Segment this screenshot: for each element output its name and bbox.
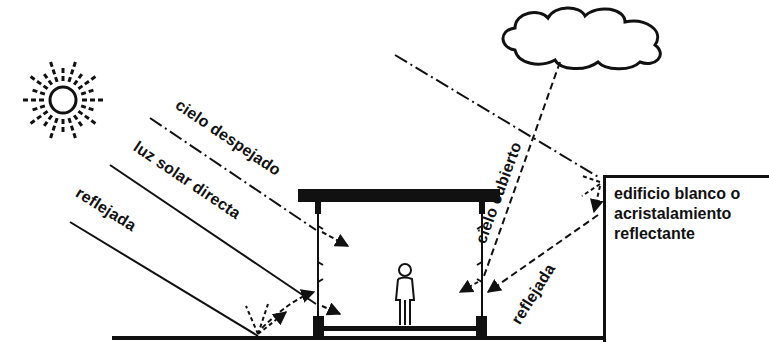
- sun-symbol: [23, 62, 103, 138]
- building-label: edificio blanco o acristalamiento reflec…: [606, 178, 769, 250]
- reflected-ray: [70, 222, 258, 336]
- building-section: [298, 189, 500, 338]
- reflected-ray: [246, 304, 286, 334]
- reflection-label: reflejada: [72, 184, 139, 235]
- overcast-sky-ray: [484, 62, 560, 276]
- person-figure: [396, 264, 414, 325]
- sky-ray: [395, 55, 600, 178]
- reflected-ray: [262, 292, 314, 328]
- direct-sun-ray: [322, 306, 340, 314]
- clear-sky-ray: [322, 232, 348, 246]
- white-building: edificio blanco o acristalamiento reflec…: [603, 175, 769, 342]
- overcast-sky-ray: [460, 282, 478, 292]
- direct-sun-ray: [110, 165, 316, 304]
- cloud-symbol: [503, 8, 660, 69]
- sky-label: cielo despejado: [172, 96, 284, 180]
- reflected-ray: [582, 176, 600, 212]
- reflection-label: reflejada: [508, 261, 559, 328]
- sun-label: luz solar directa: [130, 138, 244, 223]
